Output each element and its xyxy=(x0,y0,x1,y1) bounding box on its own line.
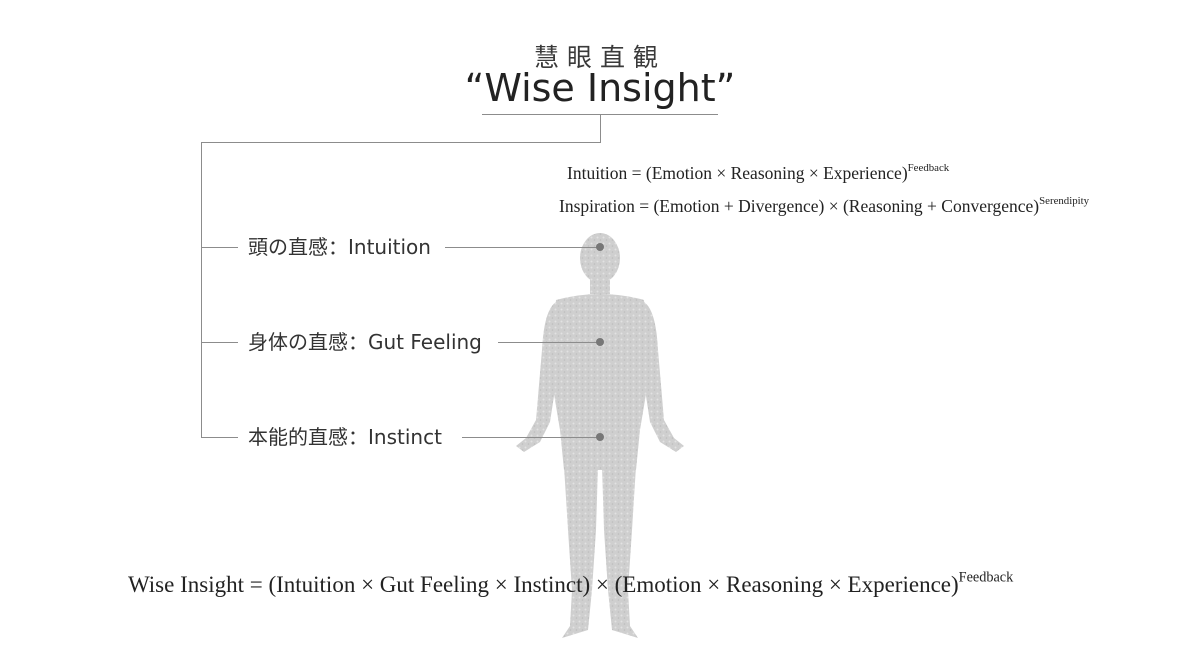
intuition-formula: Intuition = (Emotion × Reasoning × Exper… xyxy=(567,161,950,184)
bracket-tick-instinct xyxy=(201,437,241,438)
instinct-point-marker xyxy=(596,433,604,441)
wise-insight-formula-exponent: Feedback xyxy=(958,569,1014,586)
human-silhouette-icon xyxy=(516,233,684,638)
inspiration-formula-exponent: Serendipity xyxy=(1039,194,1090,207)
bracket-vertical xyxy=(201,142,202,438)
title-stem xyxy=(600,114,601,143)
bracket-top xyxy=(201,142,601,143)
leader-line-instinct xyxy=(462,437,600,438)
japanese-title: 慧眼直観 xyxy=(533,43,666,72)
intuition-formula-base: Intuition = (Emotion × Reasoning × Exper… xyxy=(567,163,908,183)
intuition-formula-exponent: Feedback xyxy=(907,161,950,174)
leader-line-head xyxy=(445,247,600,248)
leader-line-body xyxy=(498,342,600,343)
bracket-tick-body xyxy=(201,342,241,343)
bracket-tick-head xyxy=(201,247,241,248)
label-gut-feeling: 身体の直感：Gut Feeling xyxy=(238,329,492,355)
english-title: “Wise Insight” xyxy=(464,66,736,110)
head-point-marker xyxy=(596,243,604,251)
wise-insight-formula: Wise Insight = (Intuition × Gut Feeling … xyxy=(128,569,1014,598)
inspiration-formula: Inspiration = (Emotion + Divergence) × (… xyxy=(559,194,1090,217)
inspiration-formula-base: Inspiration = (Emotion + Divergence) × (… xyxy=(559,196,1040,216)
label-head-intuition: 頭の直感：Intuition xyxy=(238,234,441,260)
label-instinct: 本能的直感：Instinct xyxy=(238,424,452,450)
wise-insight-formula-base: Wise Insight = (Intuition × Gut Feeling … xyxy=(128,572,959,597)
body-point-marker xyxy=(596,338,604,346)
